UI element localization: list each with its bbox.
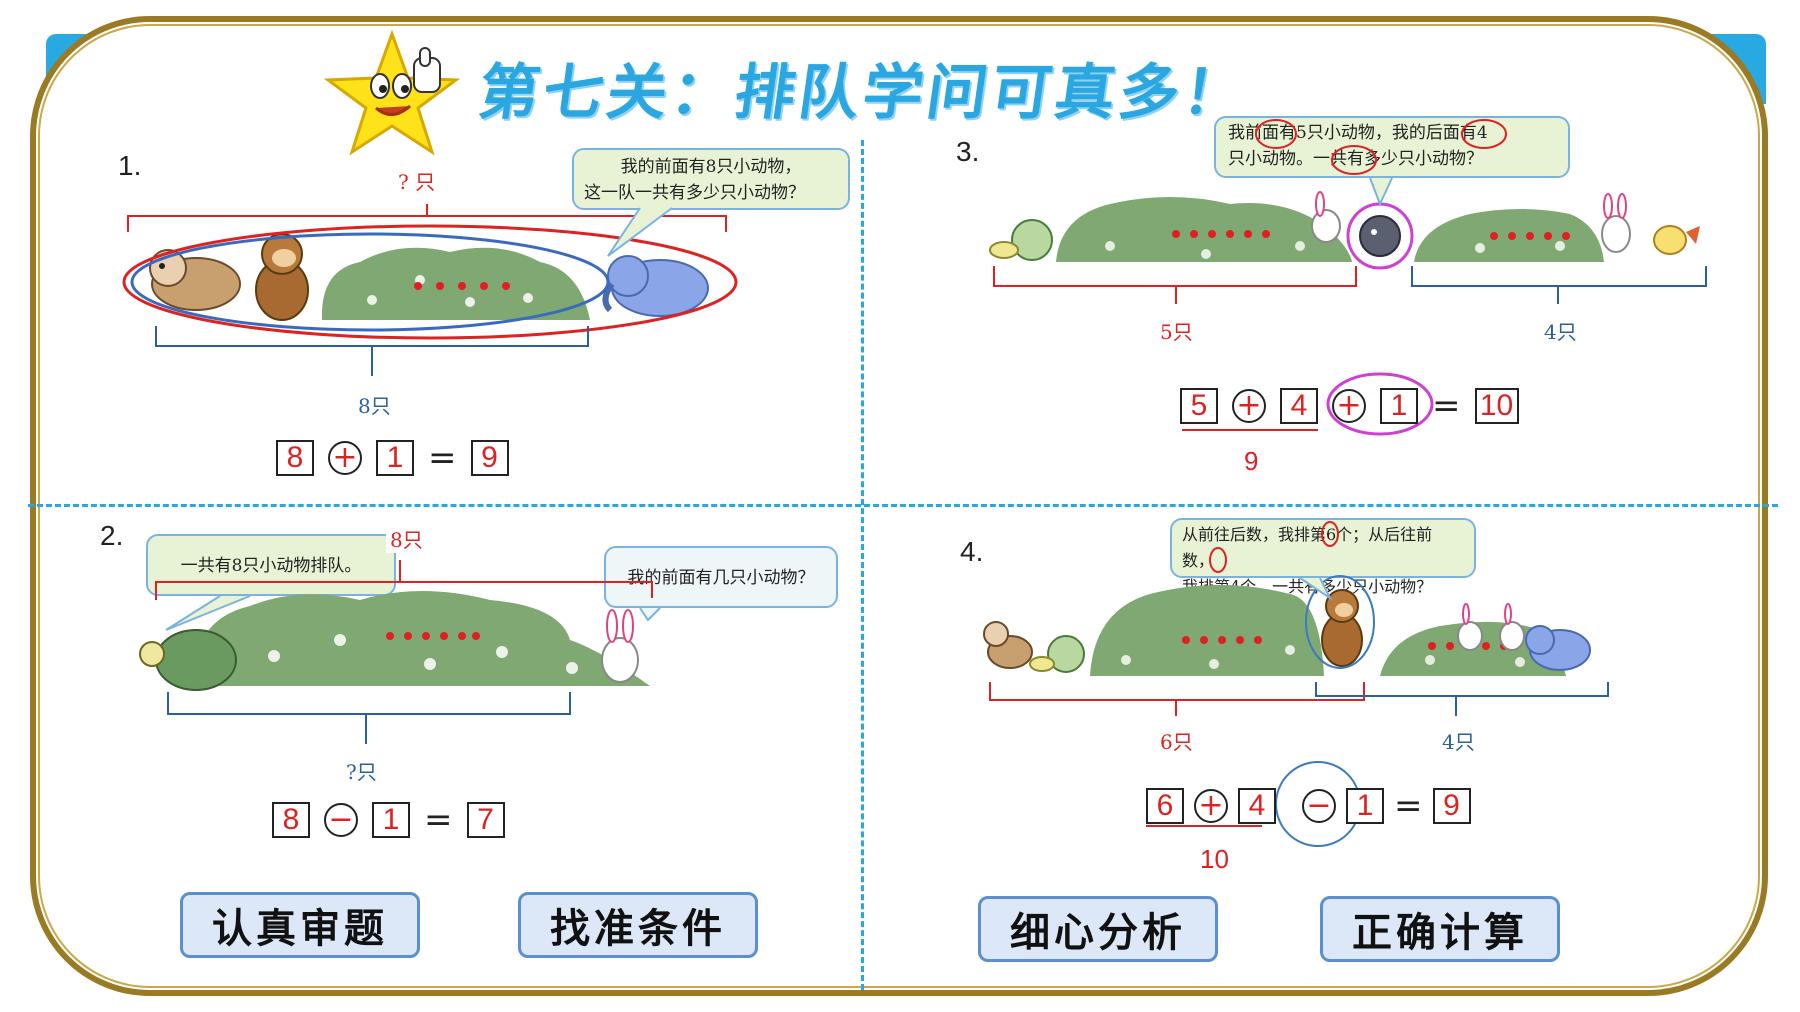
find-conditions-button[interactable]: 找准条件 <box>518 892 758 958</box>
panel3-red-dots-left <box>1172 230 1270 238</box>
panel1-red-ring <box>122 224 738 340</box>
panel3-eq-equals: = <box>1432 386 1461 426</box>
panel4-eq-op2: − <box>1302 789 1336 823</box>
panel2-bush <box>195 591 651 686</box>
panel4-number: 4. <box>960 536 984 567</box>
panel3-bush-left <box>1056 197 1352 262</box>
panel1-eq-op1: + <box>328 441 362 475</box>
panel3-equation: 5 + 4 + 1 = 10 <box>1180 386 1519 426</box>
correct-calculation-button[interactable]: 正确计算 <box>1320 896 1560 962</box>
panel2-top-label: 8只 <box>386 524 427 553</box>
panel2-eq-term2: 1 <box>372 802 410 838</box>
panel1-bubble-line2: 这一队一共有多少只小动物？ <box>584 183 805 203</box>
panel1-eq-result: 9 <box>470 440 509 476</box>
panel1-equation: 8 + 1 = 9 <box>276 438 509 478</box>
panel1-speech-bubble: 我的前面有8只小动物， 这一队一共有多少只小动物？ <box>572 148 850 210</box>
panel4-snail-icon <box>1029 635 1085 673</box>
panel4-monkey-ring <box>1305 575 1375 669</box>
panel3-eq-result: 10 <box>1474 388 1519 424</box>
panel1-eq-equals: = <box>428 438 457 478</box>
panel1-bush <box>321 247 590 320</box>
panel4-bush-left <box>1090 585 1324 676</box>
panel1-blue-ring <box>130 232 610 332</box>
panel1-bottom-label: 8只 <box>358 394 391 418</box>
panel3-chick-icon <box>1653 225 1700 255</box>
panel3-cat-icon <box>1359 215 1401 257</box>
panel2-eq-result: 7 <box>466 802 505 838</box>
panel3-bubble-line2: 只小动物。一共有多少只小动物？ <box>1228 149 1483 169</box>
panel3-left-label: 5只 <box>1160 320 1193 344</box>
panel3-snail-icon <box>989 219 1053 261</box>
panel3-rabbit2-icon <box>1601 193 1631 253</box>
panel3-eq-term1: 5 <box>1180 388 1218 424</box>
panel4-dog-icon <box>983 621 1033 669</box>
panel3-plus-one-ring <box>1326 372 1434 436</box>
panel2-bottom-label: ?只 <box>346 760 377 784</box>
panel2-rabbit-icon <box>601 609 639 683</box>
panel4-right-label: 4只 <box>1442 730 1475 754</box>
panel3-red-dots-right <box>1490 232 1570 240</box>
panel1-elephant-icon <box>602 255 709 317</box>
panel2-eq-equals: = <box>424 800 453 840</box>
panel4-left-label: 6只 <box>1160 730 1193 754</box>
panel1-eq-term2: 1 <box>376 440 414 476</box>
panel4-eq-result: 9 <box>1432 788 1471 824</box>
panel4-partial-sum: 10 <box>1200 844 1229 874</box>
panel3-partial-sum: 9 <box>1244 446 1259 476</box>
panel2-speech-bubble-left: 一共有8只小动物排队。 <box>146 534 396 596</box>
panel4-equation: 6 + 4 − 1 = 9 <box>1146 786 1471 826</box>
panel3-rabbit-icon <box>1311 191 1341 243</box>
panel4-rabbits-icon <box>1457 603 1525 651</box>
panel2-eq-op1: − <box>324 803 358 837</box>
panel2-red-dots <box>386 632 480 640</box>
panel4-monkey-icon <box>1321 589 1363 667</box>
panel2-equation: 8 − 1 = 7 <box>272 800 505 840</box>
panel3-eq-term3: 1 <box>1380 388 1418 424</box>
panel3-eq-op1: + <box>1232 389 1266 423</box>
panel4-eq-term3: 1 <box>1346 788 1384 824</box>
panel1-monkey-icon <box>255 233 309 321</box>
divider-horizontal <box>28 504 1778 507</box>
panel4-eq-equals: = <box>1394 786 1423 826</box>
panel3-number: 3. <box>956 136 980 167</box>
panel2-turtle-icon <box>139 629 237 691</box>
panel3-right-label: 4只 <box>1544 320 1577 344</box>
panel4-bubble-line1: 从前往后数，我排第6个；从后往前数， <box>1182 525 1433 570</box>
panel1-red-dots <box>414 282 510 290</box>
divider-vertical <box>861 140 864 990</box>
panel4-eq-term2: 4 <box>1238 788 1276 824</box>
panel2-number: 2. <box>100 520 124 551</box>
panel1-bubble-line1: 我的前面有8只小动物， <box>620 157 802 177</box>
panel1-number: 1. <box>118 150 142 181</box>
panel2-speech-bubble-right: 我的前面有几只小动物？ <box>604 546 838 608</box>
panel3-eq-term2: 4 <box>1280 388 1318 424</box>
panel2-eq-term1: 8 <box>272 802 310 838</box>
panel1-top-label: ? 只 <box>398 170 436 194</box>
panel4-red-dots-left <box>1182 636 1262 644</box>
panel3-eq-op2: + <box>1332 389 1366 423</box>
review-question-button[interactable]: 认真审题 <box>180 892 420 958</box>
panel4-eq-op1: + <box>1194 789 1228 823</box>
panel4-elephant-icon <box>1525 625 1591 671</box>
panel4-eq-term1: 6 <box>1146 788 1184 824</box>
panel1-eq-term1: 8 <box>276 440 314 476</box>
careful-analysis-button[interactable]: 细心分析 <box>978 896 1218 962</box>
